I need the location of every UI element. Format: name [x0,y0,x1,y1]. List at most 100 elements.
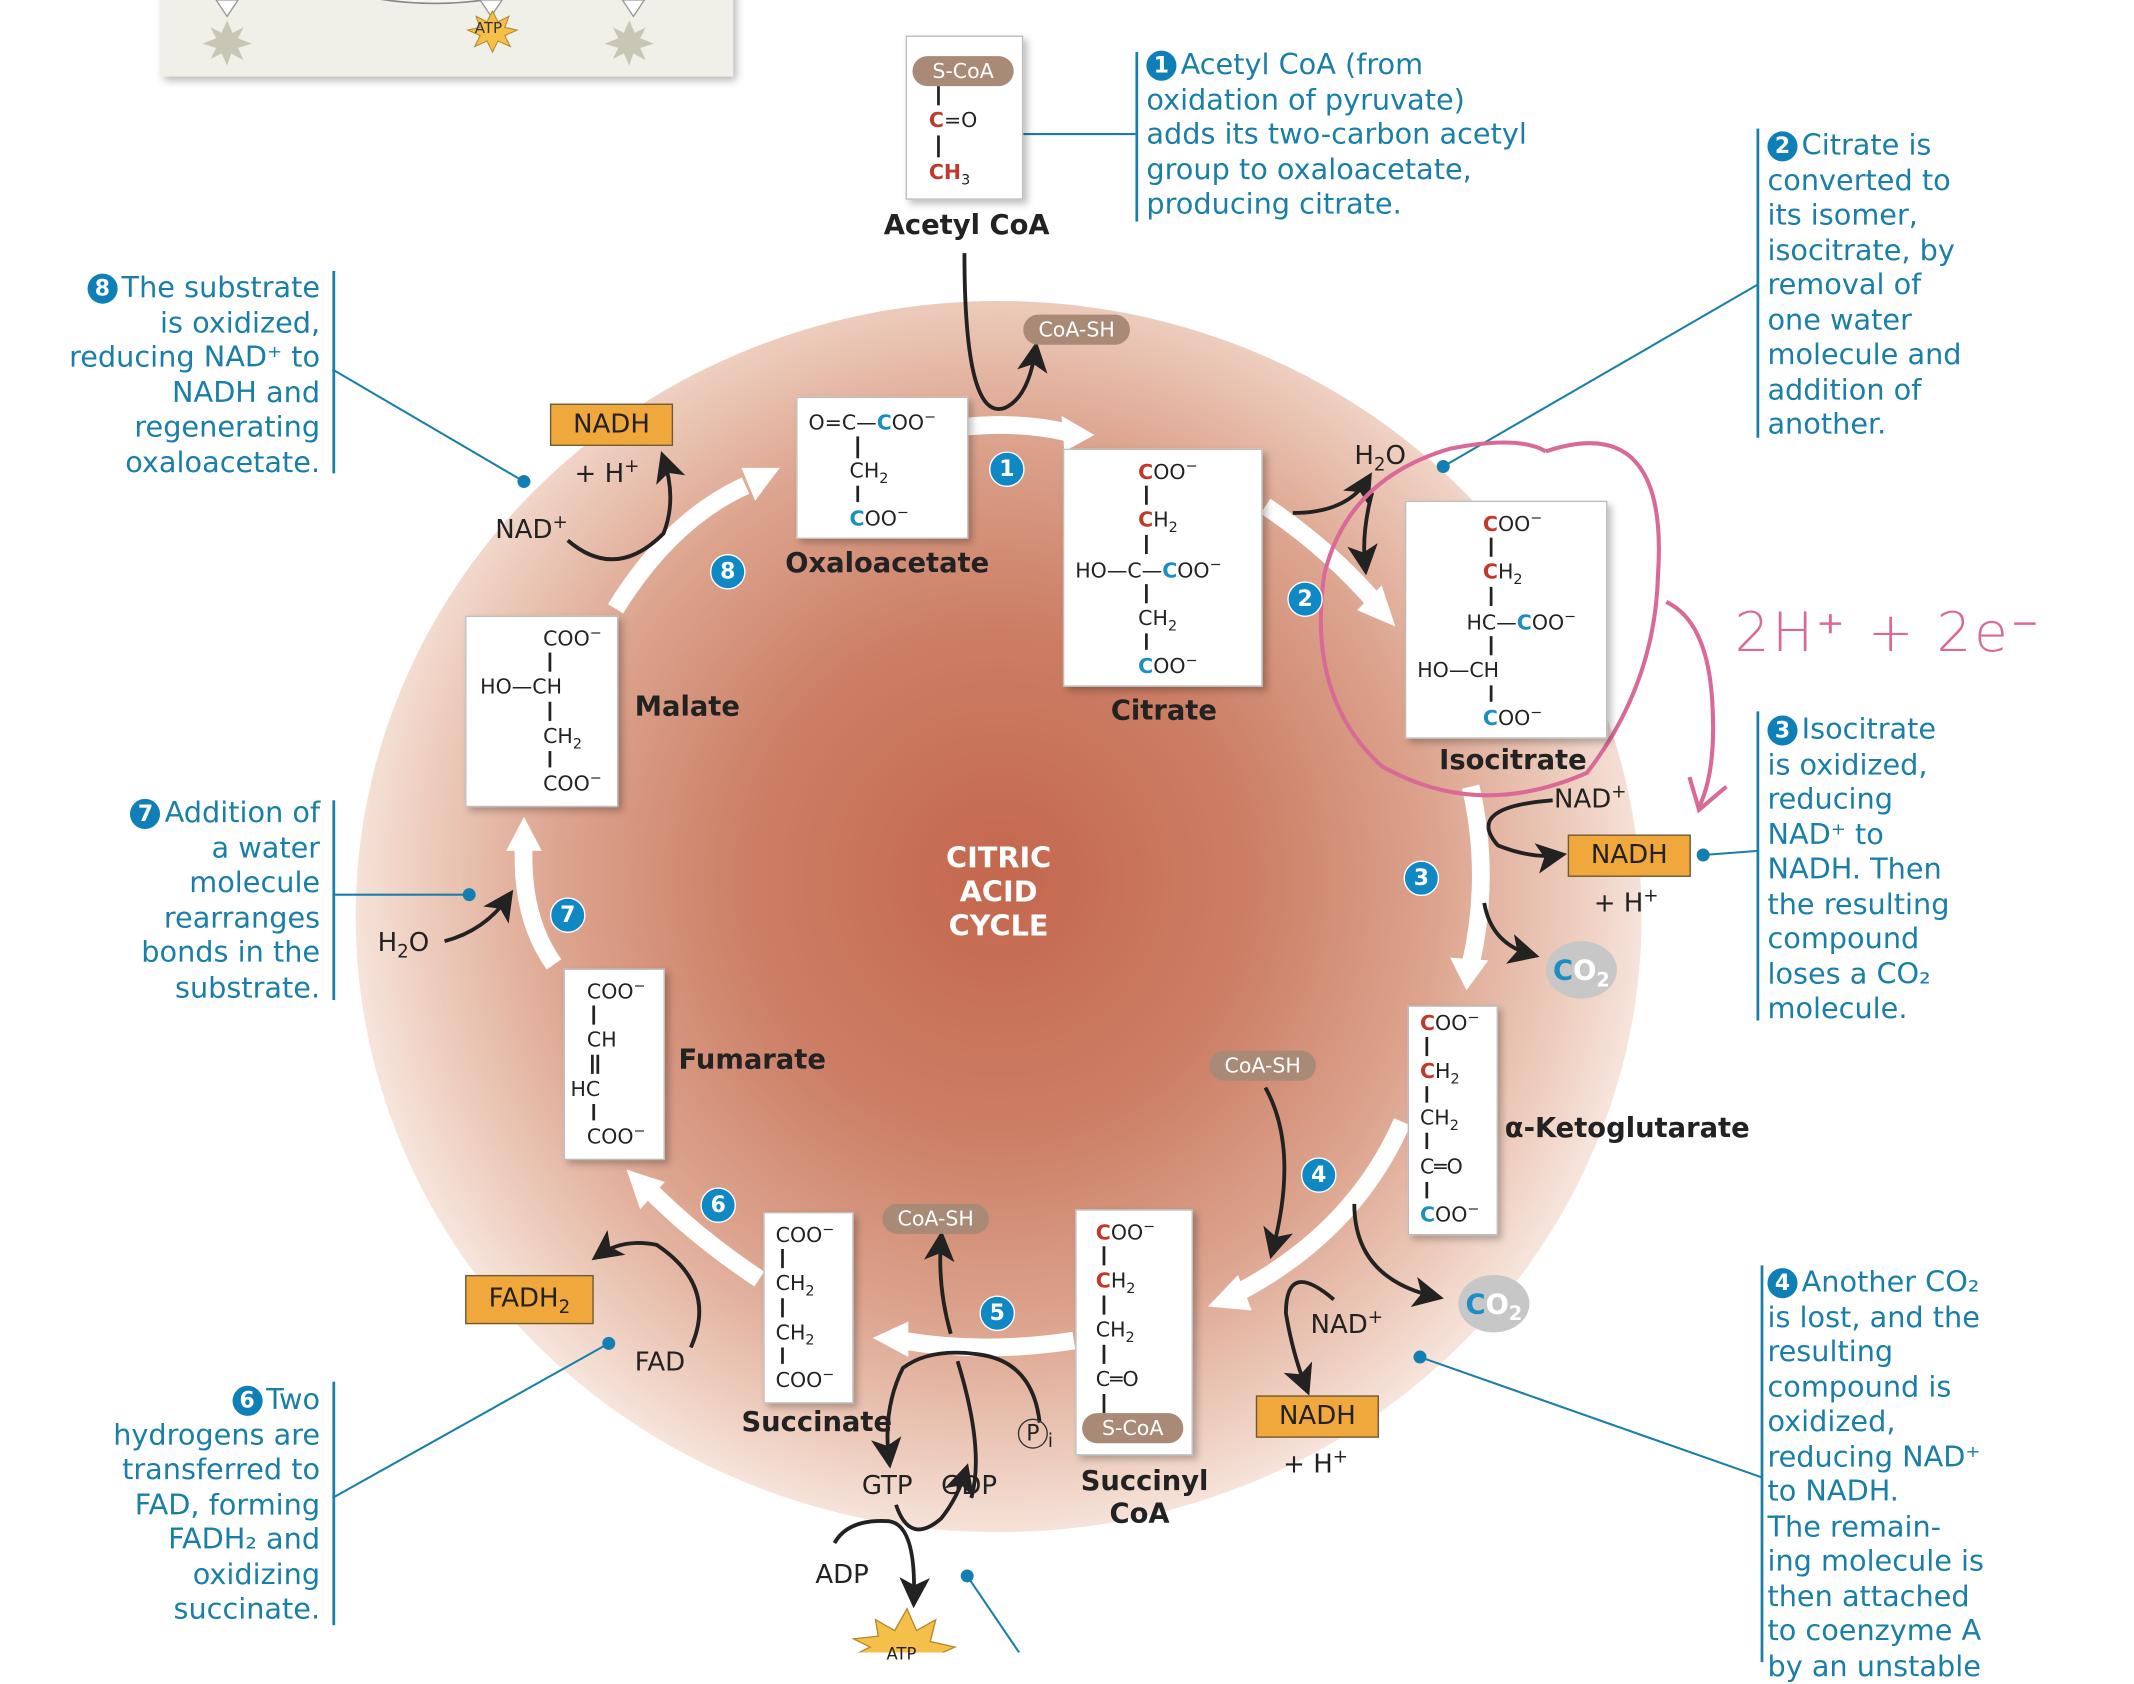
callout-1-bar [1135,51,1138,222]
atp-label: ATP [886,1644,917,1664]
nad-plus-label-4: NAD+ [1310,1307,1384,1340]
inset-arrow-left [215,0,239,18]
handwritten-annotation [1318,440,1728,814]
cycle-arrow-1 [963,416,1070,441]
molecule-oxaloacetate: O=C—COO− CH2 COO− [796,396,969,539]
step-badge-1: 1 [989,451,1025,488]
cycle-arrows [514,416,1490,1357]
nadh-box-8: NADH [549,403,674,446]
center-line-1: CITRIC [945,841,1052,875]
step-badge-7: 7 [549,897,586,933]
arrow-coa-sh-4 [1263,1086,1293,1260]
inset-atp-burst [466,9,519,54]
label-oxaloacetate: Oxaloacetate [785,545,990,579]
fadh2-box: FADH2 [465,1274,594,1325]
callout-8-badge: 8 [87,273,118,304]
gtp-label: GTP [861,1470,913,1501]
h-plus-label-3: + H+ [1593,886,1659,919]
callout-4-bar [1760,1265,1763,1663]
co2-bubble-4: CO2 [1458,1274,1530,1333]
callout-3-badge: 3 [1767,715,1798,746]
acetyl-co: =O [943,108,978,133]
inset-burst-left [202,20,252,66]
succinyl-line2: CoA [1109,1496,1170,1530]
h-plus-label-8: + H+ [574,456,640,489]
arrow-coa-sh-5 [923,1230,955,1335]
step-badge-6: 6 [700,1187,736,1223]
inset-atp-label: ATP [474,19,503,37]
callout-1-badge: 1 [1146,50,1177,81]
molecule-alpha-ketoglutarate: COO− CH2 CH2 C═O COO− [1407,1005,1498,1236]
acetyl-ch: CH [928,160,962,185]
callout-6-badge: 6 [232,1385,263,1416]
reaction-arrows [444,253,1568,1609]
callout-7-bar [332,800,335,1001]
step-badge-5: 5 [979,1295,1016,1332]
fum-hc: HC [570,1076,601,1102]
succinyl-line1: Succinyl [1080,1463,1209,1497]
oxa-top: O=C—COO− [808,409,937,436]
cycle-arrow-5 [901,1331,1076,1357]
coa-sh-pill-5: CoA-SH [882,1203,990,1234]
cycle-arrow-7 [514,840,562,970]
co2-bubble-3: CO2 [1545,941,1617,999]
label-malate: Malate [634,689,740,723]
callout-8-bar [332,270,335,474]
cycle-arrow-2 [1260,498,1382,608]
center-label: CITRIC ACID CYCLE [917,841,1081,944]
callout-4-badge: 4 [1767,1268,1798,1299]
atp-burst [851,1607,958,1653]
inset-burst-right [604,20,654,66]
step-badge-4: 4 [1300,1157,1337,1193]
arrow-nad-3 [1486,798,1568,874]
arrow-fadh2 [591,1229,702,1349]
handwritten-2h-2e: 2H⁺ + 2e⁻ [1734,601,2043,665]
label-alpha-ketoglutarate: α-Ketoglutarate [1504,1110,1750,1144]
scoa-pill: S-CoA [912,56,1014,87]
handwritten-arrowhead [1687,776,1728,814]
arrow-nadh-8 [566,451,686,562]
arrow-co2-4 [1352,1203,1444,1307]
adp-label: ADP [815,1559,869,1590]
arrow-h2o-7 [444,889,514,944]
molecule-isocitrate: COO− CH2 HC—COO− HO—CH COO− [1404,500,1608,739]
center-line-2: ACID [959,875,1038,909]
cycle-arrow-3 [1461,784,1490,967]
molecule-malate: COO− HO—CH CH2 COO− [465,615,619,808]
arrow-gdp [894,1463,974,1532]
acetyl-c: C [928,108,944,133]
handwritten-arrow-curve [1665,600,1716,809]
inset-panel: ATP [161,0,734,77]
molecule-fumarate: COO− CH HC COO− [563,968,665,1161]
h2o-label-2: H2O [1354,440,1406,476]
inset-arrow-right [621,0,646,18]
acetyl-sub: 3 [961,172,971,189]
nad-plus-label-3: NAD+ [1554,782,1627,815]
fad-label: FAD [634,1347,686,1378]
arrow-nad-4 [1283,1280,1336,1396]
label-isocitrate: Isocitrate [1439,742,1587,776]
label-citrate: Citrate [1110,693,1217,727]
cycle-arrow-4 [1233,1118,1411,1301]
cycle-arrowheads [506,415,1489,1358]
label-succinate: Succinate [741,1404,893,1438]
coa-sh-pill-1: CoA-SH [1023,314,1130,345]
callout-3-bar [1756,711,1759,1021]
step-badge-3: 3 [1403,860,1440,897]
label-acetyl-coa: Acetyl CoA [883,207,1050,241]
molecule-citrate: COO− CH2 HO—C—COO− CH2 COO− [1062,448,1263,687]
callout-2-badge: 2 [1767,131,1798,162]
inset-curve [380,0,490,5]
handwritten-circle [1318,440,1661,798]
nad-plus-label-8: NAD+ [495,513,568,545]
arrow-co2-3 [1482,902,1540,964]
label-fumarate: Fumarate [678,1042,826,1076]
